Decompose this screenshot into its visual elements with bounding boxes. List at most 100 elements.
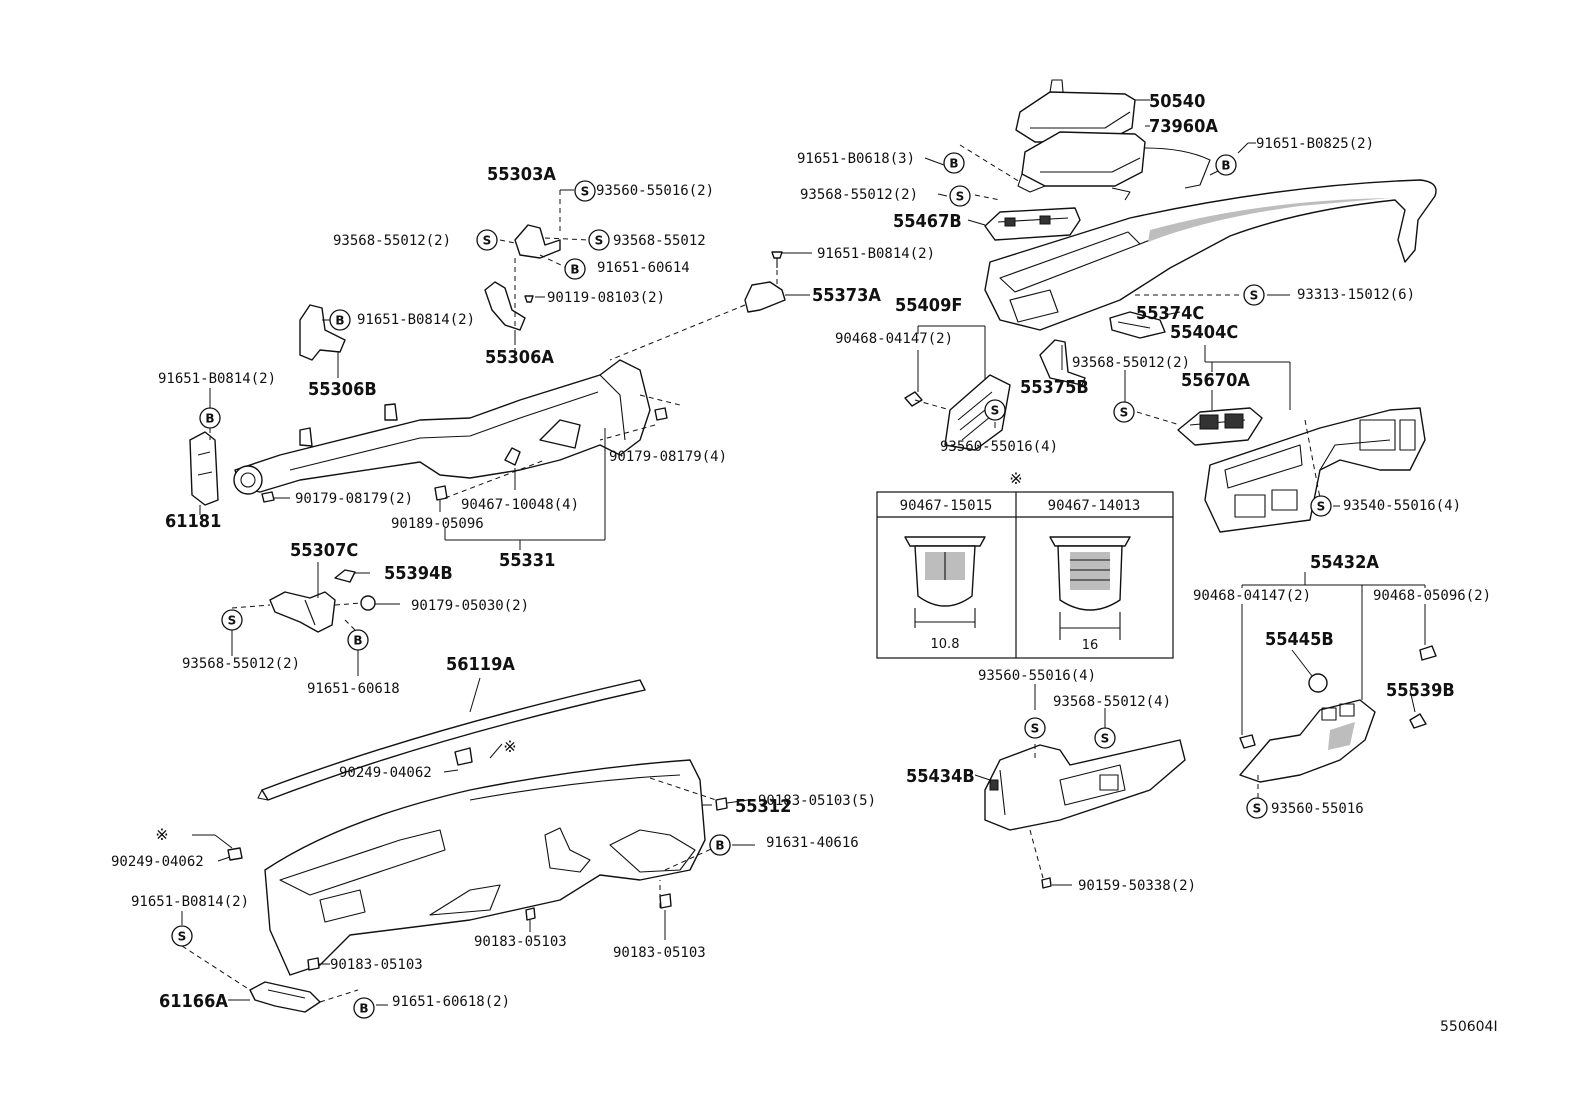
marker-letter: B <box>359 1002 368 1016</box>
marker-letter: S <box>1031 722 1040 736</box>
bolt-marker-icon: B <box>564 258 586 280</box>
side-vent-55409F-drawing <box>904 374 1011 451</box>
callout-61181: 61181 <box>165 511 221 532</box>
callout-56119A: 56119A <box>446 654 515 675</box>
lower-panel-55432A-drawing <box>1239 645 1437 783</box>
screw-marker-icon: S <box>476 229 498 251</box>
callout-50540: 50540 <box>1149 91 1205 112</box>
callout-55432A: 55432A <box>1310 552 1379 573</box>
callout-55303A: 55303A <box>487 164 556 185</box>
bracket-55307C-drawing <box>269 569 376 633</box>
note-symbol-90249-a: ※ <box>503 737 516 756</box>
marker-letter: S <box>1250 289 1259 303</box>
diagram-reference-code: 550604I <box>1440 1019 1498 1035</box>
marker-letter: S <box>1253 802 1262 816</box>
callout-55467B: 55467B <box>893 211 962 232</box>
callout-91651-B0618: 91651-B0618(3) <box>797 151 915 167</box>
note-symbol-90249-b: ※ <box>155 825 168 844</box>
callout-90179-2: 90179-08179(2) <box>295 491 413 507</box>
bracket-61181-drawing <box>189 431 219 506</box>
marker-letter: B <box>205 412 214 426</box>
screw-marker-icon: S <box>221 609 243 631</box>
marker-letter: S <box>581 185 590 199</box>
main-panel-55312-drawing <box>264 759 706 976</box>
clip-dimension-1: 10.8 <box>931 637 960 652</box>
callout-93568-55012-2-bottom: 93568-55012(2) <box>182 656 300 672</box>
bolt-marker-icon: B <box>347 629 369 651</box>
callout-93568-55012-2-left: 93568-55012(2) <box>333 233 451 249</box>
screw-marker-icon: S <box>1310 495 1332 517</box>
callout-90179-4: 90179-08179(4) <box>609 449 727 465</box>
callout-55375B: 55375B <box>1020 377 1089 398</box>
callout-55445B: 55445B <box>1265 629 1334 650</box>
callout-93313: 93313-15012(6) <box>1297 287 1415 303</box>
callout-55404C: 55404C <box>1170 322 1238 343</box>
bracket-61166A-drawing <box>249 981 321 1013</box>
callout-93568-55012: 93568-55012 <box>613 233 706 249</box>
airbag-assembly-drawing <box>1015 79 1211 201</box>
screw-marker-icon: S <box>588 229 610 251</box>
glove-box-55434B-drawing <box>984 739 1186 831</box>
callout-91651-60618-2: 91651-60618(2) <box>392 994 510 1010</box>
clip-part-no-2: 90467-14013 <box>1048 498 1141 514</box>
bolt-marker-icon: B <box>709 834 731 856</box>
marker-letter: B <box>570 263 579 277</box>
marker-letter: B <box>1221 159 1230 173</box>
callout-93568-top: 93568-55012(2) <box>800 187 918 203</box>
callout-90468-04147-a: 90468-04147(2) <box>835 331 953 347</box>
callout-90189: 90189-05096 <box>391 516 484 532</box>
callout-93568-55012-2-right: 93568-55012(2) <box>1072 355 1190 371</box>
callout-73960A: 73960A <box>1149 116 1218 137</box>
screw-marker-icon: S <box>1246 797 1268 819</box>
support-beam-55331-drawing <box>233 359 651 495</box>
callout-90183-05103-a: 90183-05103 <box>474 934 567 950</box>
callout-55312: 55312 <box>735 796 791 817</box>
bolt-marker-icon: B <box>1215 154 1237 176</box>
callout-91651-B0825: 91651-B0825(2) <box>1256 136 1374 152</box>
callout-55394B: 55394B <box>384 563 453 584</box>
callout-90183-05103-5: 90183-05103(5) <box>758 793 876 809</box>
marker-letter: B <box>715 839 724 853</box>
marker-letter: S <box>956 190 965 204</box>
callout-90119: 90119-08103(2) <box>547 290 665 306</box>
marker-letter: S <box>178 930 187 944</box>
clip-part-no-1: 90467-15015 <box>900 498 993 514</box>
callout-93560-55016-4a: 93560-55016(4) <box>940 439 1058 455</box>
marker-letter: S <box>1317 500 1326 514</box>
callout-labels: 50540 73960A 91651-B0825(2) 91651-B0618(… <box>111 91 1491 1012</box>
marker-letter: B <box>335 314 344 328</box>
screw-marker-icon: S <box>1024 717 1046 739</box>
marker-letter: S <box>228 614 237 628</box>
callout-90249-04062-a: 90249-04062 <box>339 765 432 781</box>
clip-table: ※ 90467-15015 90467-14013 10.8 16 <box>876 469 1174 659</box>
callout-90467-10048: 90467-10048(4) <box>461 497 579 513</box>
callout-91651-B0814-bottom: 91651-B0814(2) <box>131 894 249 910</box>
callout-90183-05103-c: 90183-05103 <box>330 957 423 973</box>
callout-91651-60614: 91651-60614 <box>597 260 690 276</box>
clip-dimension-2: 16 <box>1082 638 1099 653</box>
callout-90468-04147-b: 90468-04147(2) <box>1193 588 1311 604</box>
callout-91651-B0814-top: 91651-B0814(2) <box>817 246 935 262</box>
marker-letter: B <box>949 157 958 171</box>
callout-93560-55016: 93560-55016 <box>1271 801 1364 817</box>
callout-55539B: 55539B <box>1386 680 1455 701</box>
screw-marker-icon: S <box>1113 401 1135 423</box>
callout-93560-55016-2: 93560-55016(2) <box>596 183 714 199</box>
callout-91651-B0814-mid: 91651-B0814(2) <box>357 312 475 328</box>
callout-90183-05103-b: 90183-05103 <box>613 945 706 961</box>
callout-90159: 90159-50338(2) <box>1078 878 1196 894</box>
callout-61166A: 61166A <box>159 991 228 1012</box>
screw-marker-icon: S <box>171 925 193 947</box>
bolt-marker-icon: B <box>199 407 221 429</box>
callout-55373A: 55373A <box>812 285 881 306</box>
marker-letter: S <box>1120 406 1129 420</box>
upper-brackets-drawing <box>299 224 786 361</box>
callout-91651-60618: 91651-60618 <box>307 681 400 697</box>
marker-layer: SSSBBBBSBSSSSBSBSSBSBS <box>171 152 1332 1019</box>
marker-letter: S <box>991 404 1000 418</box>
bolt-marker-icon: B <box>329 309 351 331</box>
screw-marker-icon: S <box>574 180 596 202</box>
brackets-55374C-55375B-drawing <box>1039 311 1166 386</box>
callout-55307C: 55307C <box>290 540 358 561</box>
